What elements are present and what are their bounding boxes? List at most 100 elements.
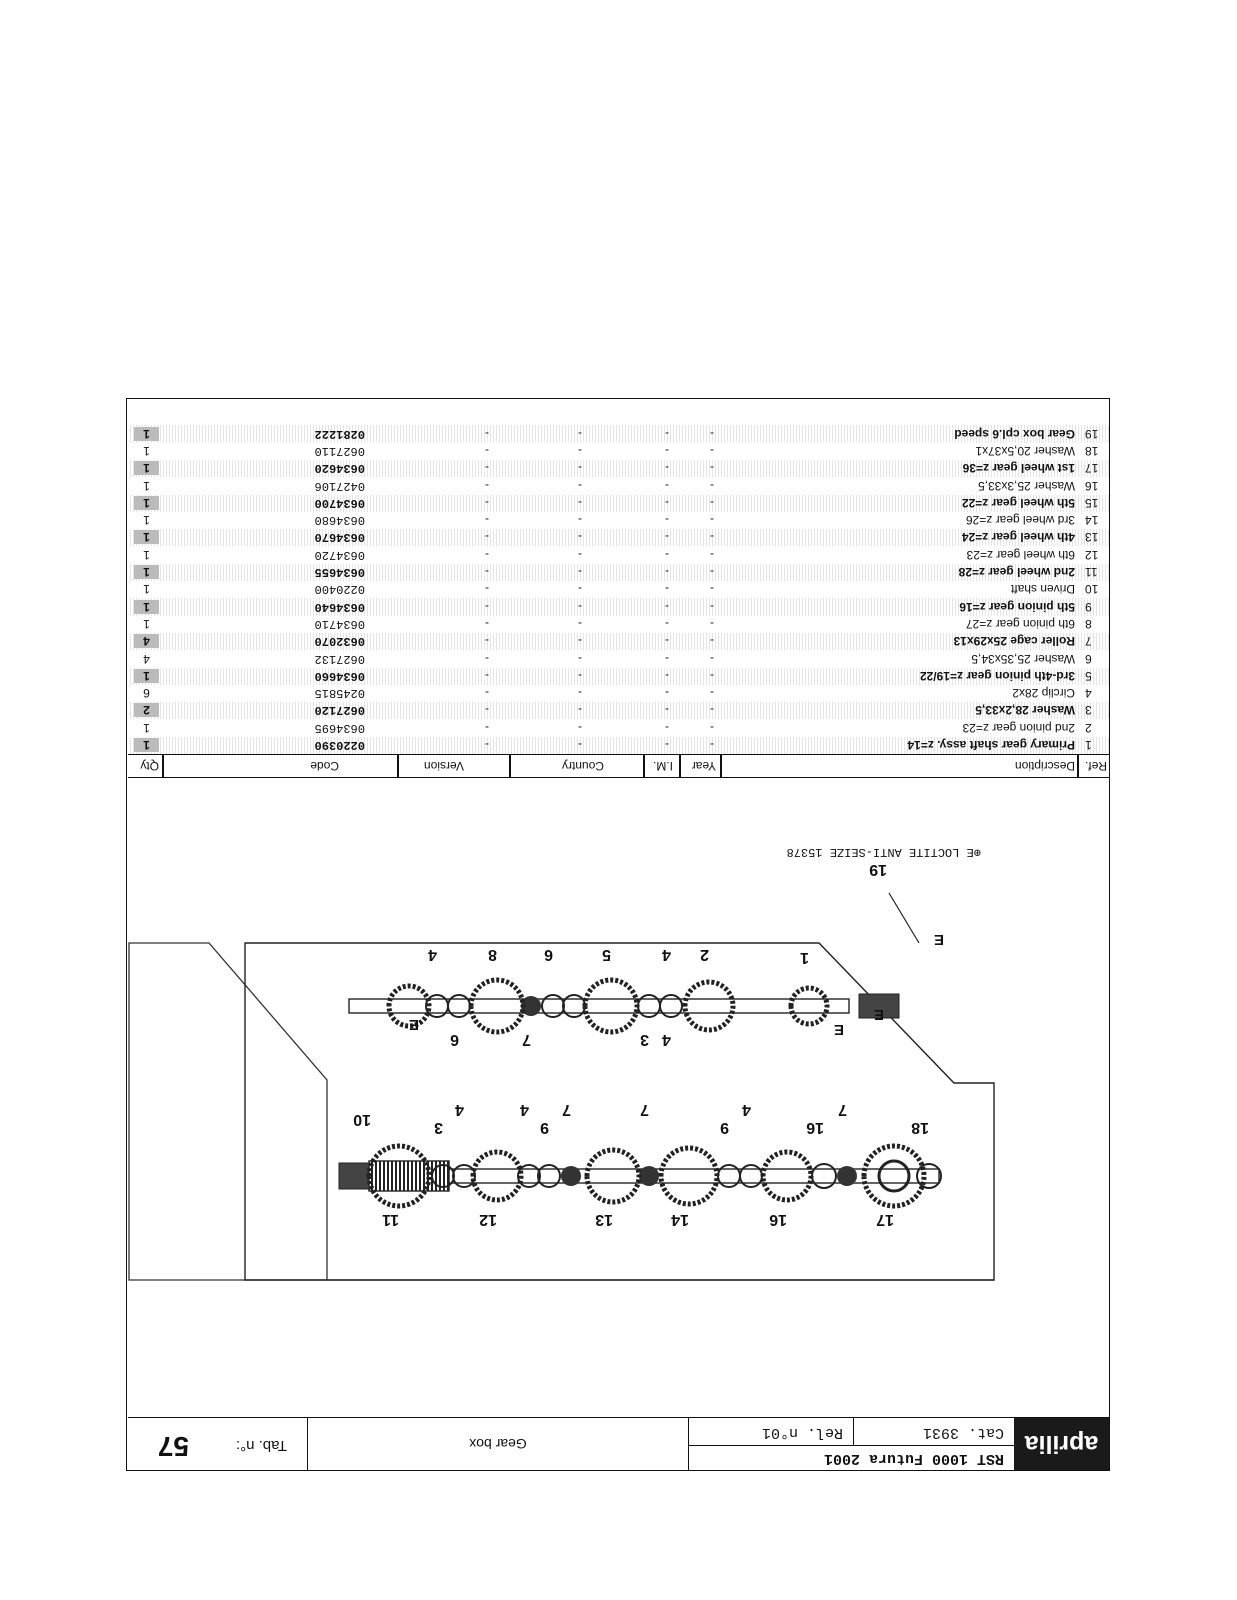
cell-im: - (665, 495, 669, 510)
header-country: Country (561, 759, 604, 773)
loctite-mark: E (833, 1021, 844, 1038)
table-number-label: Tab. n°: (235, 1437, 287, 1454)
callout-number: 7 (838, 1101, 847, 1118)
cell-im: - (665, 530, 669, 545)
cell-description: 5th pinion gear z=16 (959, 599, 1075, 614)
callout-number: 8 (488, 946, 497, 963)
cell-code: 0634640 (314, 599, 365, 614)
cell-code: 0634670 (314, 530, 365, 545)
cell-country: - (578, 443, 582, 458)
cell-im: - (665, 426, 669, 441)
cell-code: 0634700 (314, 495, 365, 510)
cell-year: - (710, 461, 714, 476)
diagram-outline (244, 942, 995, 1281)
brand-logo: aprilia (1014, 1418, 1109, 1470)
cell-description: Washer 25,35x34,5 (971, 651, 1075, 666)
gear-12 (470, 1149, 524, 1203)
loctite-mark: E (408, 1016, 419, 1033)
cell-description: 1st wheel gear z=36 (962, 461, 1075, 476)
cell-country: - (578, 668, 582, 683)
cell-version: - (485, 565, 489, 580)
header-year: Year (691, 759, 716, 773)
bearing-7d (521, 996, 541, 1016)
cell-year: - (710, 599, 714, 614)
primary-shaft-body (348, 998, 850, 1014)
cell-code: 0627120 (314, 703, 365, 718)
cell-qty: 1 (143, 616, 150, 631)
cell-qty: 1 (143, 547, 150, 562)
callout-number: 4 (520, 1101, 529, 1118)
cell-im: - (665, 547, 669, 562)
cell-ref: 9 (1085, 599, 1092, 614)
cell-country: - (578, 530, 582, 545)
cell-ref: 15 (1085, 495, 1099, 510)
cell-im: - (665, 443, 669, 458)
cell-ref: 6 (1085, 651, 1092, 666)
cell-ref: 4 (1085, 686, 1092, 701)
cell-description: 3rd-4th pinion gear z=19/22 (919, 668, 1075, 683)
cell-country: - (578, 582, 582, 597)
cell-country: - (578, 495, 582, 510)
cell-qty: 1 (143, 478, 150, 493)
gear-17-hub (877, 1159, 911, 1193)
cell-im: - (665, 461, 669, 476)
cell-description: 3rd wheel gear z=26 (965, 513, 1075, 528)
cell-version: - (485, 738, 489, 752)
cell-qty: 1 (143, 720, 150, 735)
cell-version: - (485, 443, 489, 458)
cell-year: - (710, 530, 714, 545)
cell-description: 2nd pinion gear z=23 (962, 720, 1075, 735)
cell-version: - (485, 513, 489, 528)
cell-qty: 1 (134, 565, 159, 580)
cell-year: - (710, 582, 714, 597)
cell-year: - (710, 738, 714, 752)
cell-country: - (578, 738, 582, 752)
gearbox-diagram (128, 892, 995, 1281)
washer-16a (811, 1163, 837, 1189)
title-block: aprilia RST 1000 Futura 2001 Cat. 3931 R… (128, 1417, 1109, 1470)
cell-im: - (665, 634, 669, 649)
cell-im: - (665, 651, 669, 666)
table-number: 57 (157, 1431, 189, 1462)
cell-code: 0427106 (314, 478, 365, 493)
callout-number: 3 (640, 1031, 649, 1048)
header-ref: Ref. (1084, 759, 1107, 773)
cell-qty: 1 (134, 426, 159, 441)
cell-ref: 2 (1085, 720, 1092, 735)
cell-year: - (710, 616, 714, 631)
callout-number: 10 (353, 1111, 371, 1128)
cell-description: 6th wheel gear z=23 (966, 547, 1075, 562)
cell-im: - (665, 720, 669, 735)
cell-ref: 5 (1085, 668, 1092, 683)
cell-year: - (710, 443, 714, 458)
cell-country: - (578, 547, 582, 562)
header-qty: Qty (140, 759, 159, 773)
bearing-7b (639, 1166, 659, 1186)
washer-6a (541, 994, 565, 1018)
loctite-note: ⊕E LOCTITE ANTI-SEIZE 15378 (786, 845, 981, 859)
callout-number: 6 (544, 946, 553, 963)
cell-country: - (578, 461, 582, 476)
cell-year: - (710, 634, 714, 649)
cell-qty: 1 (143, 513, 150, 528)
cell-version: - (485, 634, 489, 649)
cell-ref: 11 (1085, 565, 1098, 580)
shaft-splines (368, 1160, 450, 1192)
catalogue-frame: aprilia RST 1000 Futura 2001 Cat. 3931 R… (126, 398, 1110, 1471)
callout-number: 14 (671, 1211, 689, 1228)
callout-number: 6 (450, 1031, 459, 1048)
leader-19 (888, 892, 920, 944)
cell-description: Gear box cpl.6 speed (954, 426, 1075, 441)
cell-country: - (578, 634, 582, 649)
cell-qty: 1 (134, 530, 159, 545)
cell-year: - (710, 565, 714, 580)
cell-year: - (710, 426, 714, 441)
